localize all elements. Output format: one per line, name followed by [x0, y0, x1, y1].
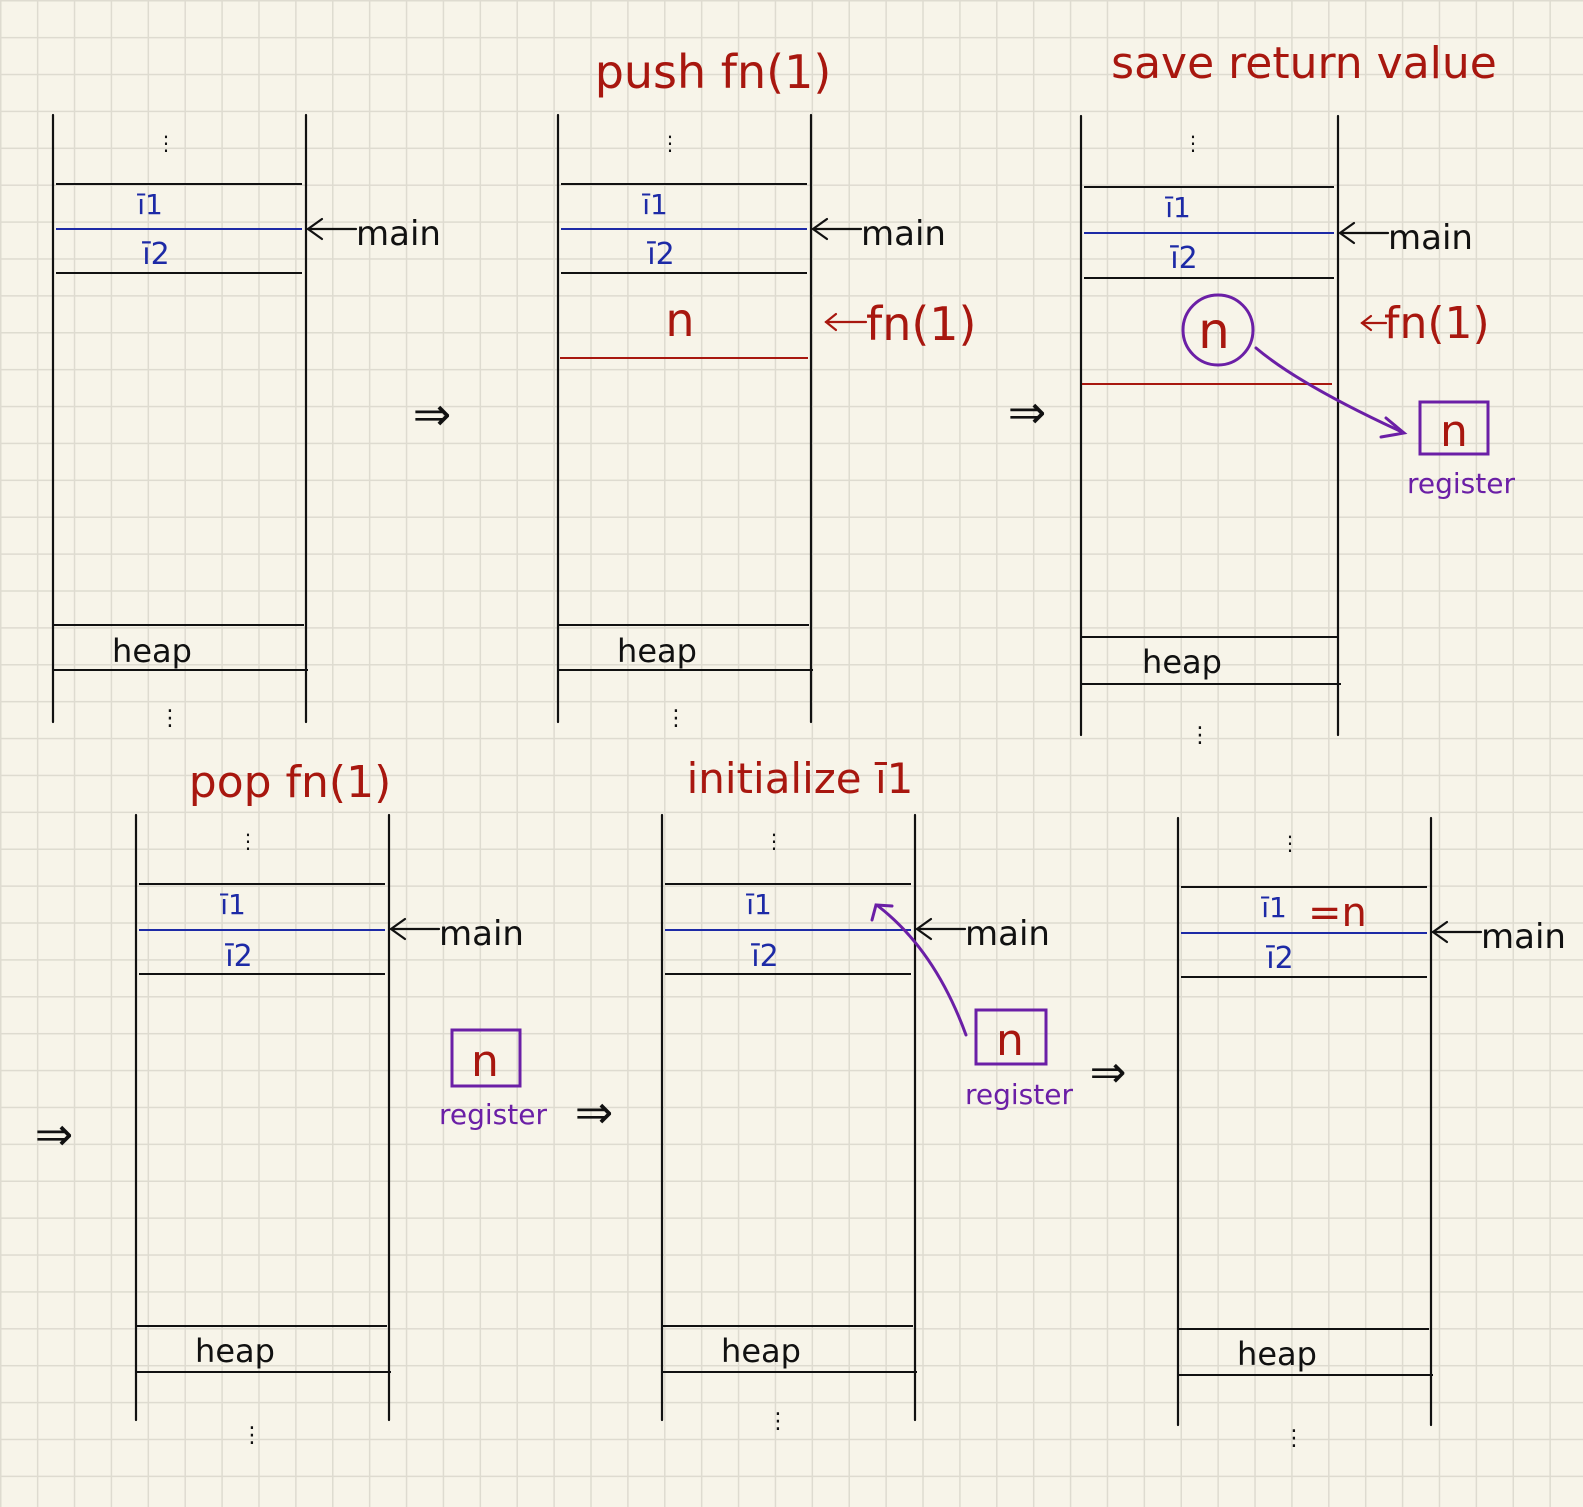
- stack-frame-5: initialize ī1 ⋮ ī1 ī2 main n register he…: [660, 754, 1073, 1434]
- continuation-dots-top: ⋮: [764, 829, 784, 853]
- copy-to-register-arrow: [1254, 346, 1404, 434]
- var-i2-label: ī2: [750, 939, 778, 974]
- register-label: register: [1407, 467, 1515, 500]
- transition-arrow: ⇒: [1090, 1047, 1127, 1098]
- var-i2-label: ī2: [224, 939, 252, 974]
- step-title-save: save return value: [1111, 38, 1497, 89]
- continuation-dots-top: ⋮: [238, 829, 258, 853]
- register-box: [450, 1028, 522, 1088]
- var-i1-label: ī1: [1260, 891, 1287, 924]
- continuation-dots-bottom: ⋮: [767, 1409, 789, 1434]
- continuation-dots-top: ⋮: [1280, 831, 1300, 855]
- fn-pointer-arrowhead: [1360, 314, 1373, 332]
- var-i1-label: ī1: [219, 888, 246, 921]
- continuation-dots-bottom: ⋮: [1283, 1426, 1305, 1451]
- copy-to-register-arrowhead: [1379, 416, 1408, 439]
- main-pointer-arrowhead: [306, 217, 324, 241]
- main-label: main: [1388, 218, 1473, 258]
- var-i1-label: ī1: [745, 888, 772, 921]
- stack-frame-6: ⋮ ī1 =n ī2 main heap ⋮: [1176, 816, 1566, 1451]
- main-pointer-arrowhead: [811, 217, 829, 241]
- heap-label: heap: [195, 1332, 275, 1370]
- register-value-n: n: [1440, 406, 1468, 457]
- main-label: main: [965, 914, 1050, 954]
- fn-param-n: n: [665, 293, 694, 347]
- register-value-n: n: [996, 1015, 1024, 1066]
- transition-arrow: ⇒: [413, 387, 452, 441]
- stack-frame-4: pop fn(1) ⋮ ī1 ī2 main n register heap ⋮: [134, 757, 547, 1448]
- heap-label: heap: [1142, 643, 1222, 681]
- register-label: register: [965, 1078, 1073, 1111]
- register-label: register: [439, 1098, 547, 1131]
- heap-label: heap: [1237, 1335, 1317, 1373]
- stack-frame-2: push fn(1) ⋮ ī1 ī2 n main fn(1) heap ⋮: [556, 45, 977, 731]
- var-i2-label: ī2: [141, 237, 169, 272]
- fn-param-n: n: [1198, 302, 1230, 360]
- fn1-label: fn(1): [866, 297, 977, 351]
- continuation-dots-bottom: ⋮: [665, 706, 687, 731]
- continuation-dots-bottom: ⋮: [1189, 723, 1211, 748]
- main-pointer-arrowhead: [915, 917, 933, 941]
- var-i2-label: ī2: [646, 237, 674, 272]
- continuation-dots-top: ⋮: [156, 131, 176, 155]
- register-box: [974, 1008, 1048, 1066]
- var-i1-label: ī1: [136, 188, 163, 221]
- main-label: main: [861, 214, 946, 254]
- step-title-pop: pop fn(1): [189, 757, 391, 808]
- var-i1-label: ī1: [1164, 191, 1191, 224]
- fn-pointer-arrowhead: [824, 312, 838, 332]
- transition-arrow: ⇒: [1008, 385, 1047, 439]
- register-box: [1418, 400, 1490, 456]
- continuation-dots-bottom: ⋮: [159, 706, 181, 731]
- continuation-dots-top: ⋮: [1183, 131, 1203, 155]
- main-pointer-arrowhead: [1431, 920, 1449, 944]
- stack-frame-1: ⋮ ī1 ī2 main heap ⋮: [51, 113, 441, 731]
- heap-label: heap: [721, 1332, 801, 1370]
- var-i2-label: ī2: [1169, 241, 1197, 276]
- main-label: main: [356, 214, 441, 254]
- step-title-push: push fn(1): [595, 45, 832, 99]
- transition-arrow: ⇒: [35, 1107, 74, 1161]
- var-i2-label: ī2: [1265, 941, 1293, 976]
- continuation-dots-top: ⋮: [660, 131, 680, 155]
- var-i1-label: ī1: [641, 188, 668, 221]
- register-to-i1-arrowhead: [870, 903, 894, 922]
- return-value-circle: [1181, 293, 1255, 367]
- main-pointer-arrowhead: [1338, 221, 1356, 245]
- heap-label: heap: [617, 632, 697, 670]
- heap-label: heap: [112, 632, 192, 670]
- i1-assigned-value: =n: [1308, 890, 1367, 936]
- register-to-i1-arrow: [876, 904, 968, 1037]
- stack-frame-3: save return value ⋮ ī1 ī2 n main fn(1) n…: [1079, 38, 1515, 748]
- fn1-label: fn(1): [1384, 298, 1490, 349]
- transition-arrow: ⇒: [575, 1085, 614, 1139]
- step-title-init: initialize ī1: [687, 754, 914, 803]
- main-label: main: [439, 914, 524, 954]
- register-value-n: n: [471, 1036, 499, 1087]
- continuation-dots-bottom: ⋮: [241, 1423, 263, 1448]
- main-pointer-arrowhead: [389, 917, 407, 941]
- main-label: main: [1481, 917, 1566, 957]
